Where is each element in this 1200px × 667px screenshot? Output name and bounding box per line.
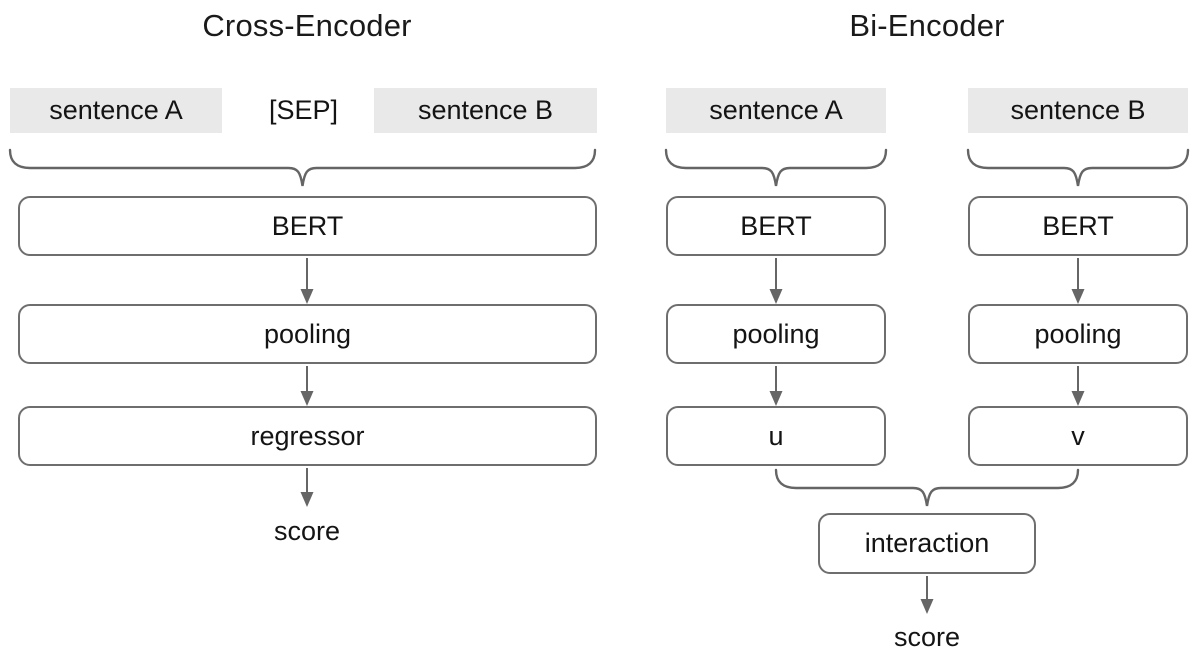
- bi-encoder-sentence-a-label: sentence A: [666, 88, 886, 133]
- arrow-down-icon: [1071, 366, 1085, 406]
- cross-encoder-sep-token-label: [SEP]: [268, 95, 339, 125]
- bi-encoder-merge-brace-icon: [774, 468, 1080, 507]
- cross-encoder-brace-icon: [8, 148, 597, 187]
- arrow-down-icon: [300, 258, 314, 304]
- arrow-down-icon: [769, 258, 783, 304]
- bi-encoder-u-box: u: [666, 406, 886, 466]
- bi-encoder-interaction-box: interaction: [818, 513, 1036, 574]
- bi-encoder-bert-a-box: BERT: [666, 196, 886, 256]
- bi-encoder-score-label: score: [893, 622, 961, 652]
- arrow-down-icon: [300, 366, 314, 406]
- bi-encoder-pooling-b-box: pooling: [968, 304, 1188, 364]
- cross-encoder-regressor-box: regressor: [18, 406, 597, 466]
- cross-encoder-sentence-a-label: sentence A: [10, 88, 222, 133]
- bi-encoder-sentence-b-label: sentence B: [968, 88, 1188, 133]
- cross-encoder-sentence-b-label: sentence B: [374, 88, 597, 133]
- arrow-down-icon: [920, 576, 934, 614]
- arrow-down-icon: [769, 366, 783, 406]
- arrow-down-icon: [1071, 258, 1085, 304]
- bi-encoder-pooling-a-box: pooling: [666, 304, 886, 364]
- bi-encoder-brace-b-icon: [966, 148, 1190, 187]
- bi-encoder-bert-b-box: BERT: [968, 196, 1188, 256]
- cross-encoder-pooling-box: pooling: [18, 304, 597, 364]
- cross-encoder-bert-box: BERT: [18, 196, 597, 256]
- bi-encoder-title: Bi-Encoder: [849, 8, 1005, 43]
- cross-encoder-score-label: score: [273, 516, 341, 546]
- cross-encoder-title: Cross-Encoder: [202, 8, 412, 43]
- bi-encoder-brace-a-icon: [664, 148, 888, 187]
- bi-encoder-v-box: v: [968, 406, 1188, 466]
- arrow-down-icon: [300, 468, 314, 507]
